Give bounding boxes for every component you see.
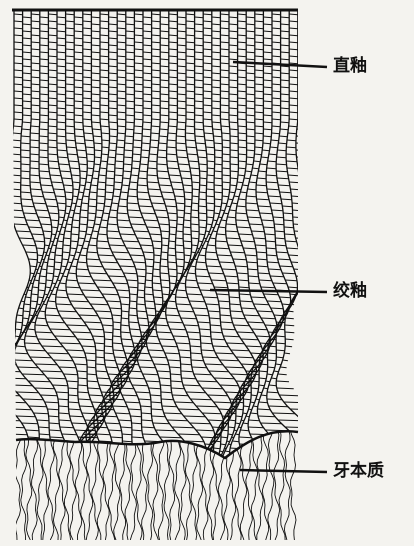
label-straight-enamel: 直釉 xyxy=(333,58,367,75)
rod-cross-striation xyxy=(294,297,296,298)
label-twisted-enamel: 绞釉 xyxy=(333,283,367,300)
label-dentin: 牙本质 xyxy=(333,463,384,480)
